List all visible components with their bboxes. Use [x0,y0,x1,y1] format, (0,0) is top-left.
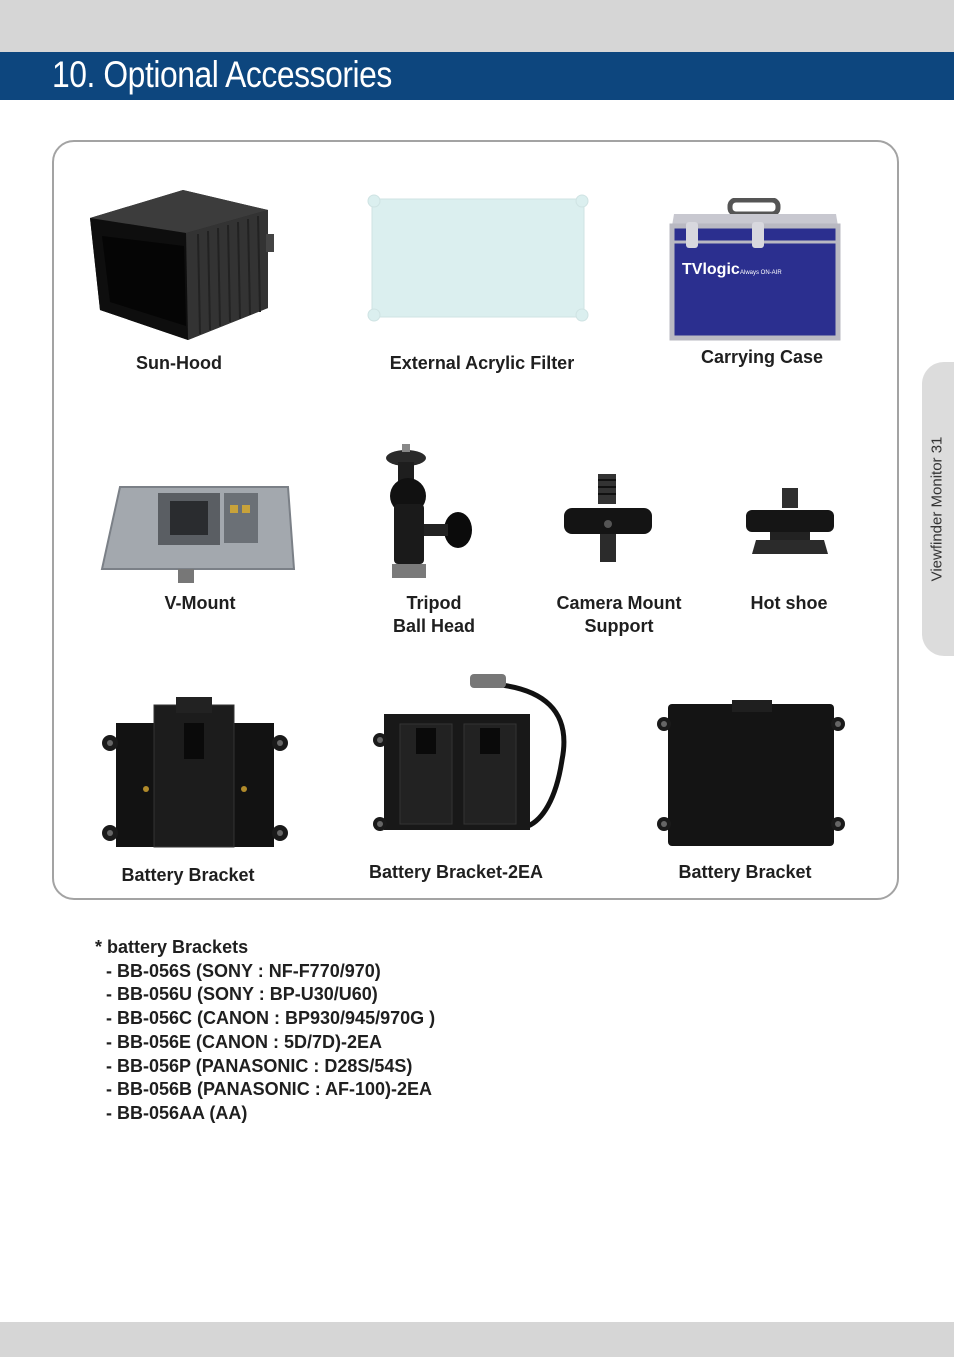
battery-bracket-label-2: Battery Bracket [678,862,812,882]
case-brand-text: TVlogic [682,261,740,278]
notes-item: - BB-056E (CANON : 5D/7D)-2EA [106,1031,383,1052]
battery-bracket-2ea-image [373,674,567,831]
notes-item: - BB-056B (PANASONIC : AF-100)-2EA [106,1079,433,1100]
top-band [0,0,954,52]
side-tab-label: Viewfinder Monitor 31 [928,436,946,582]
carrying-case-image: TVlogic Always ON-AIR [669,198,841,341]
battery-bracket-notes: * battery Brackets - BB-056S (SONY : NF-… [95,936,435,1126]
case-tagline-text: Always ON-AIR [740,270,782,276]
notes-item: - BB-056C (CANON : BP930/945/970G ) [106,1008,436,1029]
notes-item: - BB-056S (SONY : NF-F770/970) [106,960,381,981]
sun-hood-label: Sun-Hood [136,353,222,373]
v-mount-label: V-Mount [164,593,236,613]
tripod-label-line1: Tripod [406,593,462,613]
camera-mount-image [564,474,652,562]
bottom-band [0,1322,954,1357]
carrying-case-label: Carrying Case [700,347,824,367]
page-title: 10. Optional Accessories [52,54,392,95]
battery-bracket-image-2 [657,700,845,846]
battery-bracket-2ea-label: Battery Bracket-2EA [368,862,544,882]
acrylic-filter-image [367,194,589,322]
tripod-label-line2: Ball Head [392,616,476,636]
notes-item: - BB-056AA (AA) [106,1102,248,1123]
acrylic-filter-label: External Acrylic Filter [389,353,575,373]
sun-hood-image [90,190,274,340]
hot-shoe-image [746,488,834,554]
notes-item: - BB-056P (PANASONIC : D28S/54S) [106,1055,413,1076]
tripod-ball-head-image [386,444,472,578]
battery-bracket-label-1: Battery Bracket [121,865,255,885]
accessories-panel [52,140,899,900]
v-mount-image [100,486,296,583]
hot-shoe-label: Hot shoe [750,593,828,613]
notes-item: - BB-056U (SONY : BP-U30/U60) [106,984,378,1005]
side-tab [922,362,954,656]
battery-bracket-image-1 [102,697,288,848]
camera-mount-label-line2: Support [584,616,654,636]
notes-heading: * battery Brackets [95,937,249,957]
section-header: 10. Optional Accessories [0,52,954,100]
camera-mount-label-line1: Camera Mount [556,593,682,613]
